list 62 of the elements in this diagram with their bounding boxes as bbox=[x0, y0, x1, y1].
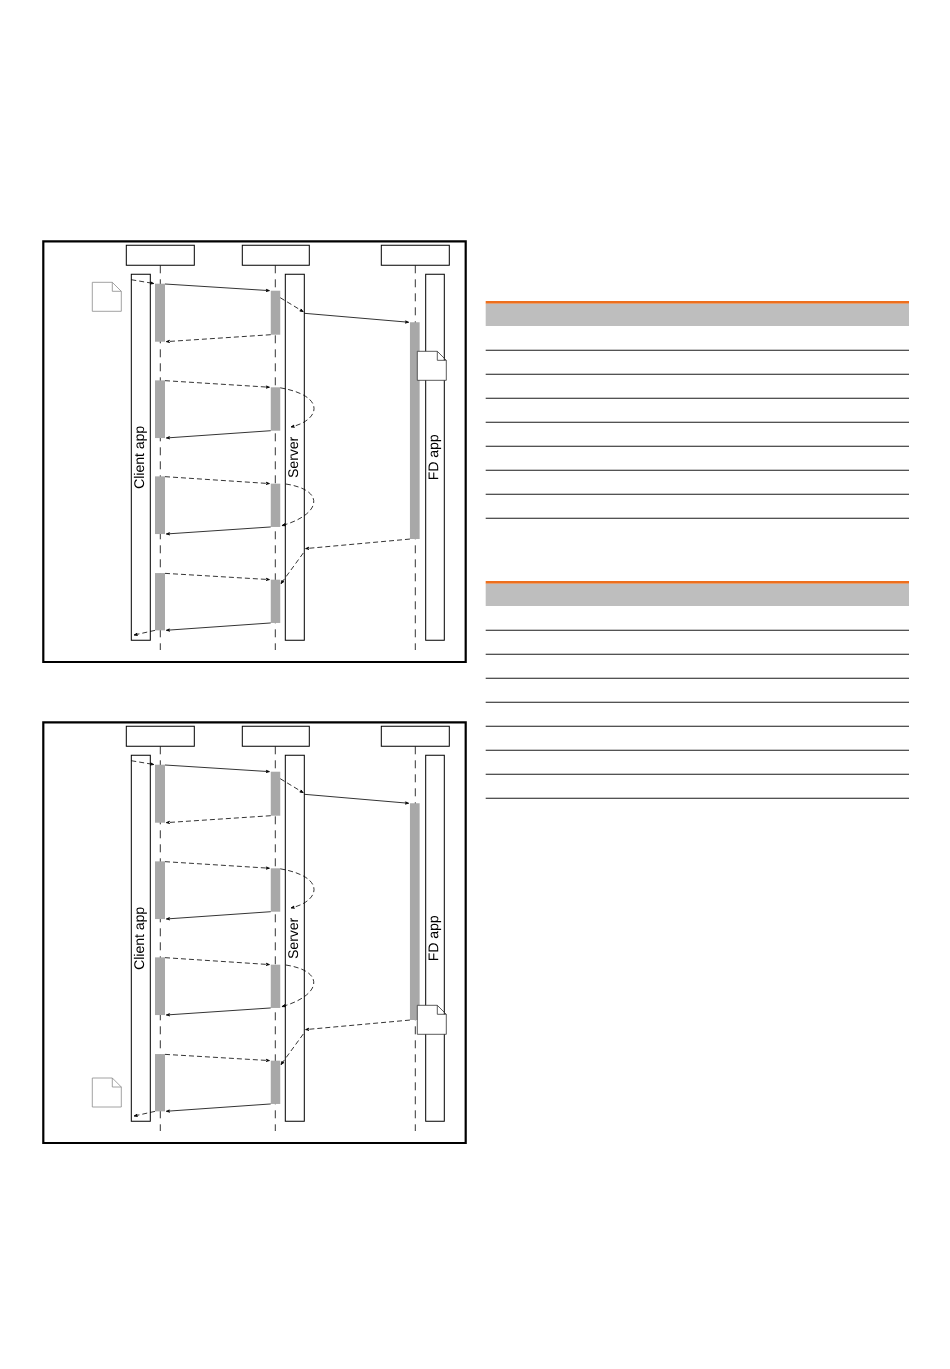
activation-bar bbox=[270, 964, 281, 1008]
participant-box: FD app bbox=[425, 273, 445, 641]
dashed-arrow bbox=[133, 629, 156, 636]
dashed-arrow bbox=[281, 483, 315, 527]
dashed-arrow bbox=[165, 334, 272, 343]
dashed-arrow bbox=[279, 297, 304, 313]
dashed-arrow bbox=[133, 1110, 156, 1117]
arrow bbox=[165, 911, 272, 921]
dashed-arrow bbox=[164, 572, 270, 581]
activation-bar bbox=[270, 771, 281, 816]
dashed-arrow bbox=[130, 279, 155, 285]
activation-bar bbox=[270, 290, 281, 335]
activation-bar bbox=[409, 803, 420, 1021]
header-box bbox=[380, 725, 450, 747]
activation-bar bbox=[155, 476, 165, 535]
participant-box: Client app bbox=[130, 754, 151, 1122]
activation-bar bbox=[155, 573, 165, 631]
dashed-arrow bbox=[279, 868, 315, 909]
arrow bbox=[303, 793, 410, 805]
activation-bar bbox=[270, 387, 281, 431]
dashed-arrow bbox=[280, 552, 304, 585]
header-box bbox=[241, 244, 310, 266]
arrow bbox=[165, 622, 272, 632]
activation-bar bbox=[270, 1060, 281, 1104]
participant-box: FD app bbox=[425, 754, 445, 1122]
header-box bbox=[125, 244, 195, 266]
dashed-arrow bbox=[164, 861, 270, 870]
activation-bar bbox=[409, 322, 420, 540]
dashed-arrow bbox=[164, 380, 270, 389]
dashed-arrow bbox=[279, 778, 304, 794]
arrow bbox=[165, 1007, 272, 1017]
header-box bbox=[380, 244, 450, 266]
arrow bbox=[165, 430, 272, 440]
activation-bar bbox=[155, 283, 165, 342]
activation-bar bbox=[155, 764, 165, 823]
arrow bbox=[303, 312, 410, 324]
arrow bbox=[164, 764, 270, 773]
activation-bar bbox=[270, 483, 281, 527]
participant-box: Server bbox=[284, 754, 305, 1122]
dashed-arrow bbox=[164, 1053, 270, 1062]
dashed-arrow bbox=[280, 1033, 304, 1066]
participant-box: Client app bbox=[130, 273, 151, 641]
dashed-arrow bbox=[165, 815, 272, 824]
dashed-arrow bbox=[164, 476, 270, 485]
header-box bbox=[125, 725, 195, 747]
dashed-arrow bbox=[164, 957, 270, 966]
dashed-arrow bbox=[305, 538, 411, 550]
dashed-arrow bbox=[279, 387, 315, 428]
arrow bbox=[164, 283, 270, 292]
activation-bar bbox=[270, 868, 281, 912]
activation-bar bbox=[155, 380, 165, 439]
dashed-arrow bbox=[281, 964, 315, 1008]
participant-box: Server bbox=[284, 273, 305, 641]
activation-bar bbox=[155, 957, 165, 1016]
dashed-arrow bbox=[305, 1019, 411, 1031]
arrow bbox=[165, 1103, 272, 1113]
dashed-arrow bbox=[130, 760, 155, 766]
arrow bbox=[165, 526, 272, 536]
header-box bbox=[241, 725, 310, 747]
activation-bar bbox=[155, 1054, 165, 1112]
activation-bar bbox=[270, 579, 281, 623]
activation-bar bbox=[155, 861, 165, 920]
